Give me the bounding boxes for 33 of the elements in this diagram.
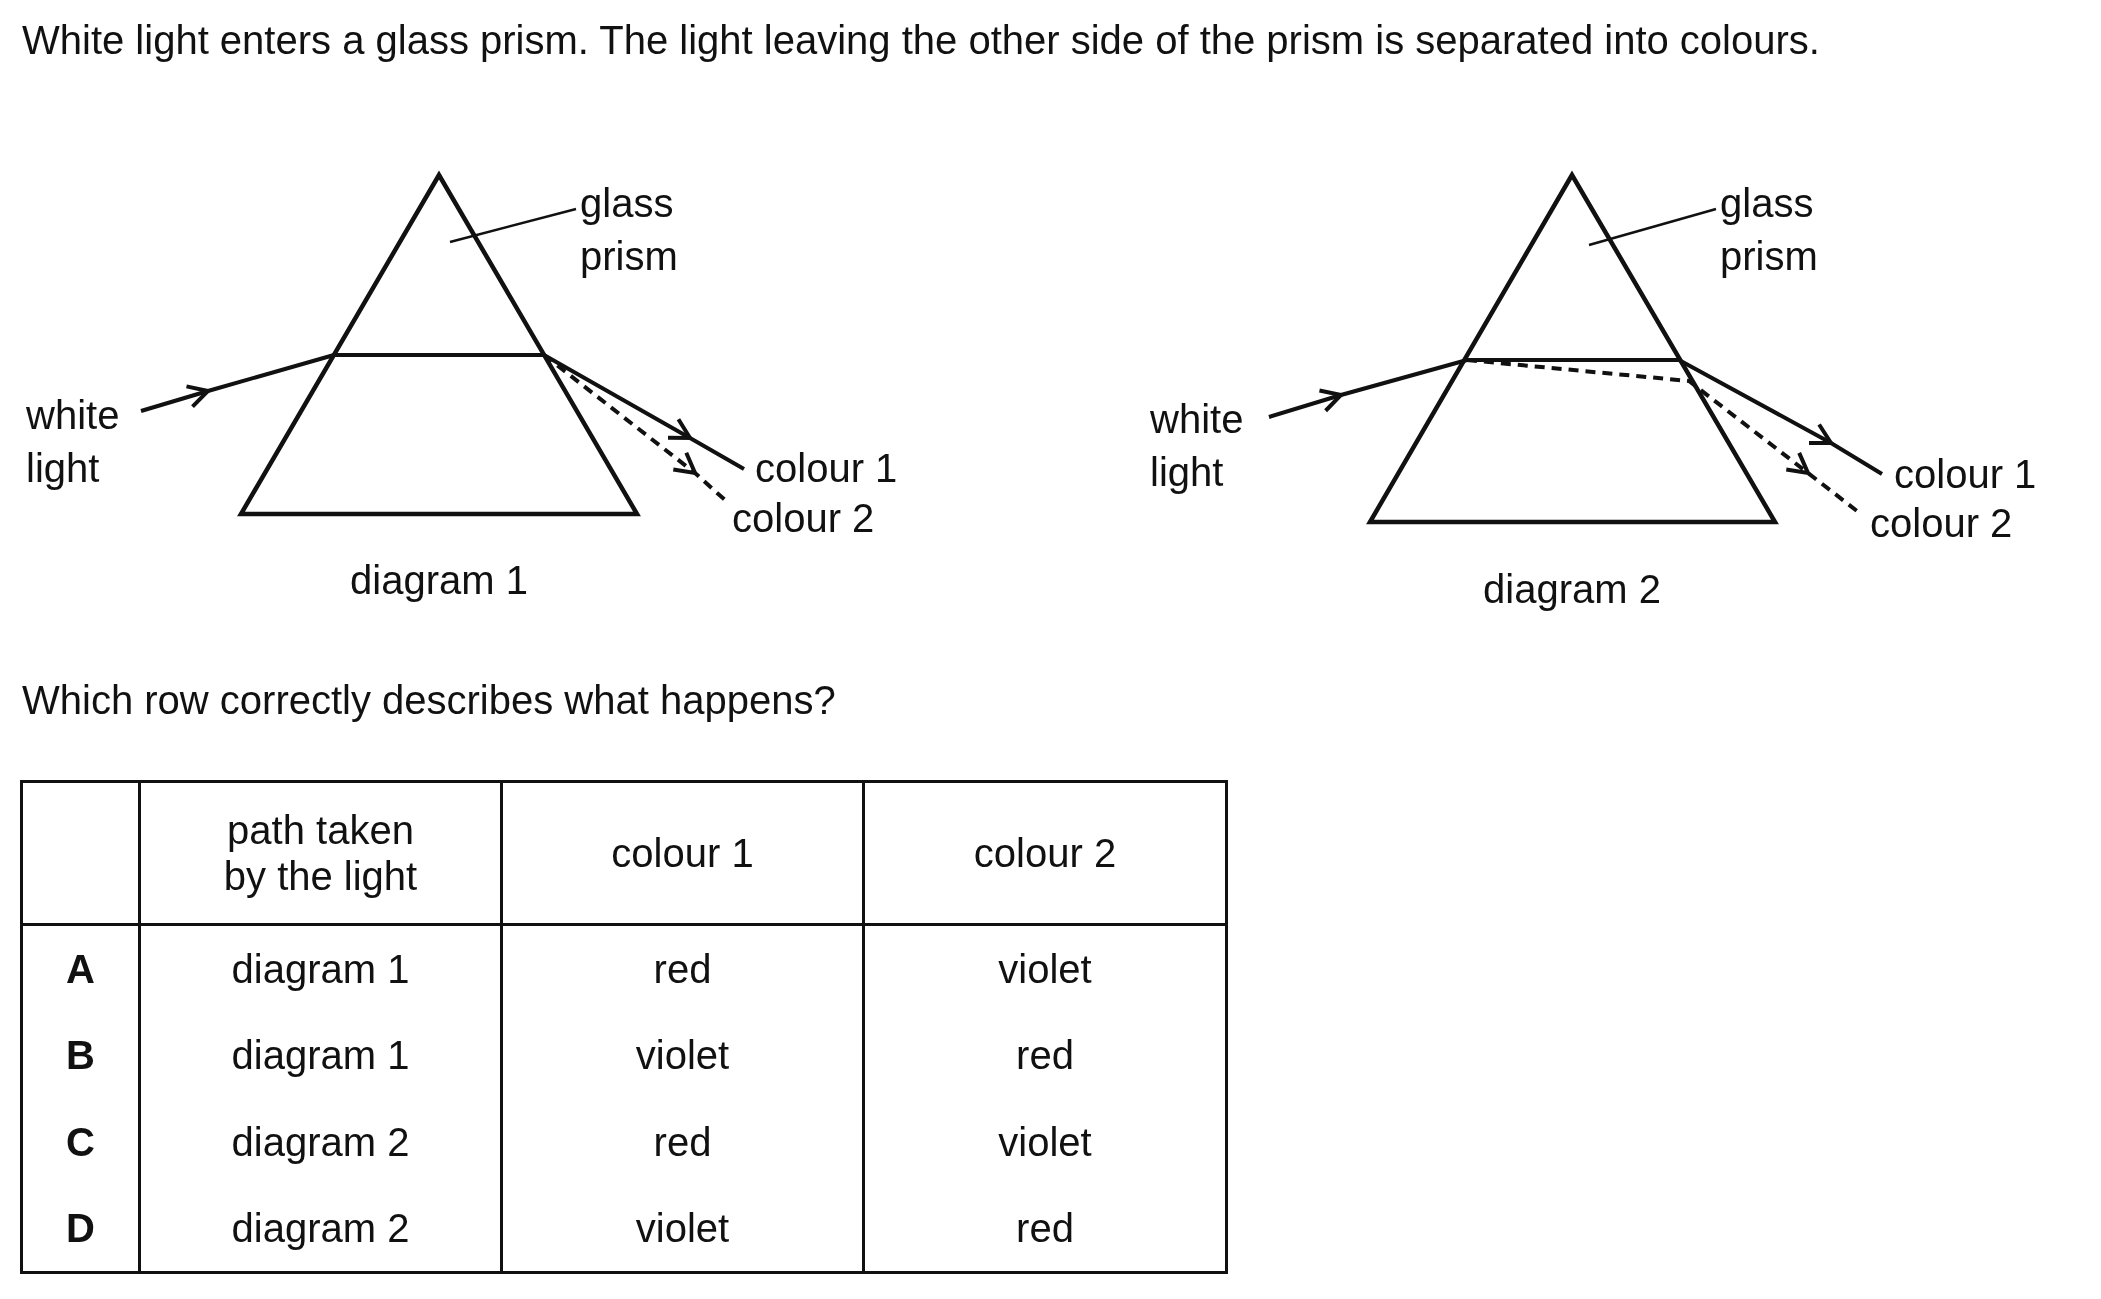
- table-cell: diagram 2: [139, 1185, 502, 1273]
- row-label: D: [21, 1185, 140, 1273]
- table-cell: violet: [501, 1185, 864, 1273]
- diagram-label: glass prism: [1720, 177, 1900, 283]
- diagram-caption: diagram 2: [1482, 566, 1662, 613]
- table-cell: red: [501, 924, 864, 1012]
- light-ray: [140, 353, 335, 413]
- diagram-label: white light: [1150, 393, 1300, 499]
- column-header: path taken by the light: [139, 781, 502, 925]
- column-header: colour 2: [863, 781, 1227, 925]
- diagram-label: white light: [26, 389, 176, 495]
- diagram-label: colour 1: [755, 442, 955, 495]
- row-label: C: [21, 1098, 140, 1186]
- row-label: A: [21, 924, 140, 1012]
- table-cell: diagram 1: [139, 1011, 502, 1099]
- table-cell: violet: [501, 1011, 864, 1099]
- table-cell: red: [501, 1098, 864, 1186]
- light-ray: [1268, 358, 1468, 419]
- question-text: White light enters a glass prism. The light leaving the other side of the prism is separated into colours.: [22, 17, 1821, 64]
- question-text: Which row correctly describes what happens?: [22, 677, 836, 724]
- table-cell: violet: [863, 1098, 1227, 1186]
- leader-line: [1588, 207, 1717, 247]
- leader-line: [449, 207, 577, 244]
- table-cell: diagram 1: [139, 924, 502, 1012]
- diagram-label: colour 2: [732, 492, 932, 545]
- table-cell: diagram 2: [139, 1098, 502, 1186]
- table-cell: red: [863, 1185, 1227, 1273]
- column-header: colour 1: [501, 781, 864, 925]
- diagram-label: glass prism: [580, 177, 760, 283]
- diagram-caption: diagram 1: [349, 557, 529, 604]
- row-label: B: [21, 1011, 140, 1099]
- table-cell: violet: [863, 924, 1227, 1012]
- table-cell: red: [863, 1011, 1227, 1099]
